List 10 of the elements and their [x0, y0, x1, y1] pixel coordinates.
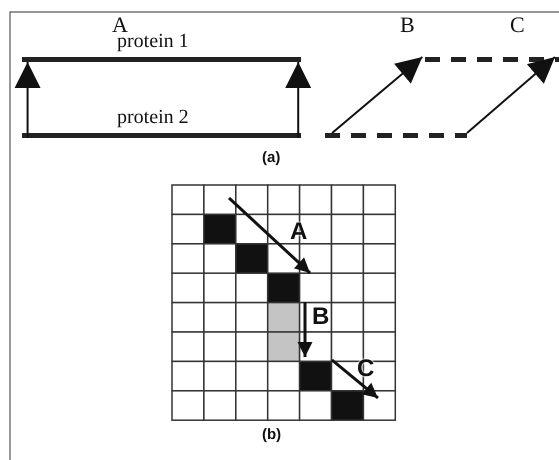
arrow-letter: B — [312, 305, 330, 329]
arrow — [331, 56, 423, 134]
section-letter: C — [510, 14, 525, 36]
arrow — [14, 62, 41, 138]
panel-label: (b) — [262, 427, 282, 442]
section-letter: A — [112, 14, 128, 36]
section-letter: B — [400, 14, 415, 36]
protein-label: protein 2 — [117, 106, 189, 128]
arrow — [285, 62, 312, 138]
arrow — [466, 56, 556, 134]
